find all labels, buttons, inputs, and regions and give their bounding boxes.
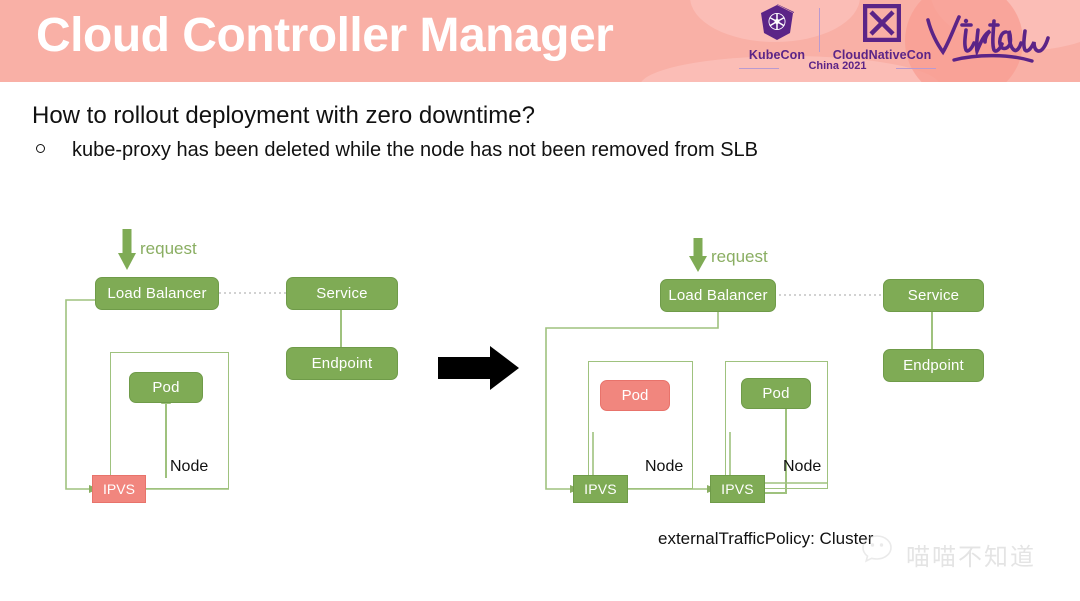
request-label: request (711, 247, 768, 266)
node-label: Node (783, 458, 822, 475)
diagram-after: request Load Balancer Service Endpoint N… (540, 0, 1080, 601)
node-label: Node (645, 458, 684, 475)
pod-box[interactable]: Pod (600, 380, 670, 411)
bullet-text: kube-proxy has been deleted while the no… (72, 139, 758, 161)
cloudnativecon-logo: CloudNativeCon (827, 3, 937, 62)
virtual-script-icon (926, 15, 1050, 63)
event-year-label: China 2021 (735, 60, 940, 72)
page-title: Cloud Controller Manager (36, 9, 614, 62)
watermark: 喵喵不知道 (862, 533, 1072, 573)
transition-arrow (438, 345, 520, 391)
node-boundary (588, 361, 693, 489)
diagram-caption: externalTrafficPolicy: Cluster (658, 529, 874, 548)
diagram-before: request Load Balancer Service Endpoint N… (0, 0, 440, 601)
endpoint-box[interactable]: Endpoint (286, 347, 398, 380)
kubernetes-helm-icon (761, 4, 794, 40)
request-label: request (140, 239, 197, 258)
wechat-icon (862, 535, 892, 563)
slide-header: Cloud Controller Manager (0, 0, 1080, 82)
load-balancer-box[interactable]: Load Balancer (95, 277, 219, 310)
node-boundary (725, 361, 828, 489)
load-balancer-box[interactable]: Load Balancer (660, 279, 776, 312)
event-logo-lockup: KubeCon CloudNativeCon China 2021 (735, 3, 940, 78)
ipvs-box[interactable]: IPVS (573, 475, 628, 503)
ipvs-box[interactable]: IPVS (92, 475, 146, 503)
service-box[interactable]: Service (286, 277, 398, 310)
logo-divider (819, 8, 820, 52)
service-box[interactable]: Service (883, 279, 984, 312)
pod-box[interactable]: Pod (741, 378, 811, 409)
ipvs-box[interactable]: IPVS (710, 475, 765, 503)
endpoint-box[interactable]: Endpoint (883, 349, 984, 382)
pod-box[interactable]: Pod (129, 372, 203, 403)
watermark-text: 喵喵不知道 (906, 543, 1036, 571)
virtual-wordmark (922, 12, 1058, 68)
right-arrow-icon (438, 346, 519, 390)
node-label: Node (170, 458, 209, 475)
diagram-after-wires (545, 238, 937, 494)
kubecon-logo: KubeCon (739, 4, 815, 62)
cloudnativecon-label: CloudNativeCon (832, 48, 932, 62)
cloudnativecon-square-icon (862, 3, 902, 43)
kubecon-label: KubeCon (748, 48, 806, 62)
slide-title: How to rollout deployment with zero down… (32, 102, 535, 129)
circle-outline-icon (36, 144, 45, 153)
node-boundary (110, 352, 229, 489)
